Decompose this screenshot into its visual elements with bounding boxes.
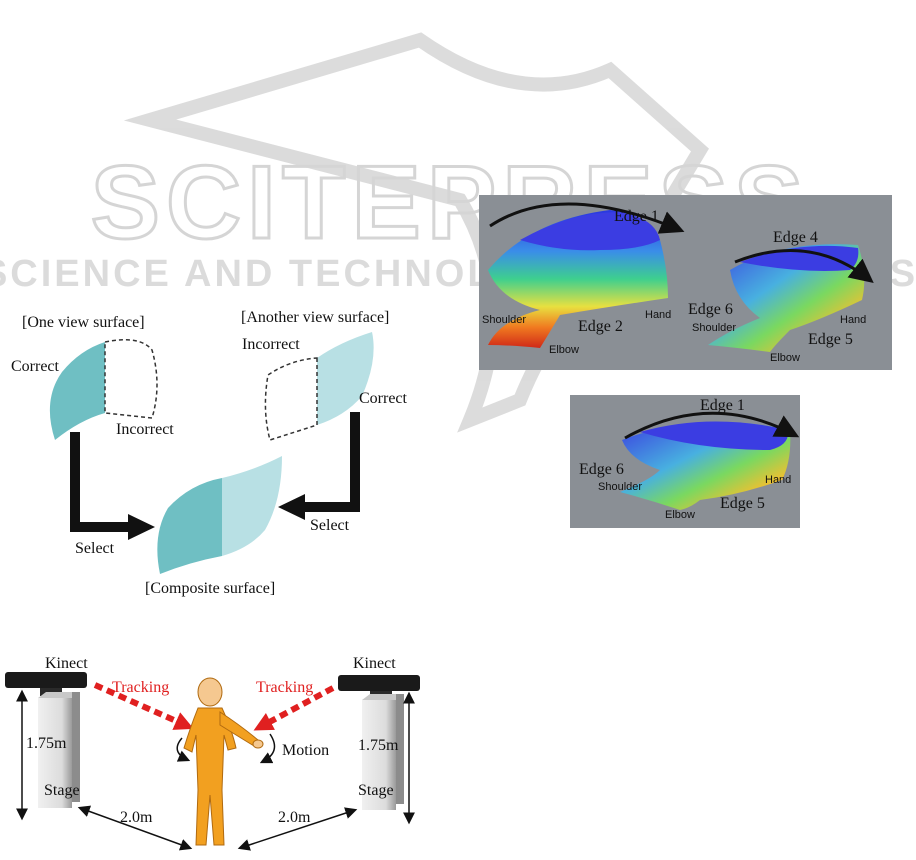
one-view-title: [One view surface] bbox=[22, 314, 145, 331]
person-head bbox=[197, 677, 223, 707]
distance-label-right: 2.0m bbox=[278, 809, 311, 826]
bottom-surface-blue-cap bbox=[640, 421, 789, 450]
right-surface-blue-cap bbox=[740, 245, 859, 271]
distance-label-left: 2.0m bbox=[120, 809, 153, 826]
one-view-correct-region bbox=[49, 342, 105, 440]
left-surface-arc-arrow bbox=[489, 202, 685, 234]
bottom-hand-label: Hand bbox=[765, 474, 791, 486]
left-surface-blue-cap bbox=[520, 212, 660, 251]
bottom-edge1-label: Edge 1 bbox=[700, 397, 745, 414]
height-label-right: 1.75m bbox=[358, 737, 399, 754]
left-edge2-label: Edge 2 bbox=[578, 318, 623, 335]
height-label-left: 1.75m bbox=[26, 735, 67, 752]
stage-right-top bbox=[362, 694, 404, 700]
composite-correct-right bbox=[222, 456, 282, 556]
kinect-right-sensor-icon bbox=[338, 675, 420, 691]
select-label-right: Select bbox=[310, 517, 350, 534]
right-hand-label: Hand bbox=[840, 314, 866, 326]
tracking-arrow-left bbox=[93, 682, 194, 730]
another-view-incorrect-region bbox=[264, 357, 318, 441]
motion-arrow-right bbox=[259, 733, 276, 764]
select-label-left: Select bbox=[75, 540, 115, 557]
right-shoulder-label: Shoulder bbox=[692, 322, 736, 334]
left-edge1-label: Edge 1 bbox=[614, 208, 659, 225]
tracking-label-left: Tracking bbox=[112, 679, 169, 696]
heatmap-panel-bottom: Edge 1 Edge 6 Edge 5 Shoulder Elbow Hand bbox=[570, 395, 800, 528]
right-edge6-label: Edge 6 bbox=[688, 301, 733, 318]
distance-arrow-right bbox=[237, 807, 358, 851]
stage-right-side bbox=[396, 694, 404, 804]
right-surface-heatmap bbox=[708, 244, 865, 352]
left-elbow-label: Elbow bbox=[549, 344, 579, 356]
correct-label-left: Correct bbox=[11, 358, 60, 375]
stage-left-stand bbox=[38, 698, 72, 808]
composite-surface-diagram: [One view surface] [Another view surface… bbox=[11, 309, 408, 597]
tracking-arrow-right bbox=[253, 685, 335, 731]
bottom-shoulder-label: Shoulder bbox=[598, 481, 642, 493]
correct-label-right: Correct bbox=[359, 390, 408, 407]
another-view-title: [Another view surface] bbox=[241, 309, 389, 326]
person-right-hand bbox=[252, 739, 264, 749]
stage-label-right: Stage bbox=[358, 782, 394, 799]
bottom-surface-arc-arrow bbox=[624, 411, 800, 440]
incorrect-label-left: Incorrect bbox=[116, 421, 174, 438]
stage-left-top bbox=[38, 692, 80, 698]
stage-label-left: Stage bbox=[44, 782, 80, 799]
select-arrow-right-head bbox=[278, 494, 305, 520]
bottom-edge5-label: Edge 5 bbox=[720, 495, 765, 512]
motion-arrow-left bbox=[176, 737, 191, 762]
bottom-edge6-label: Edge 6 bbox=[579, 461, 624, 478]
composite-correct-left bbox=[157, 478, 222, 574]
heatmap-panel-top: Edge 1 Edge 2 Shoulder Elbow Hand Edge 4… bbox=[479, 195, 892, 370]
person-figure bbox=[183, 677, 264, 846]
bottom-elbow-label: Elbow bbox=[665, 509, 695, 521]
select-arrow-right bbox=[303, 412, 360, 512]
kinect-setup-diagram: Kinect 1.75m Stage Kinect 1.75m Stage Tr… bbox=[5, 655, 420, 851]
kinect-left-sensor-icon bbox=[5, 672, 87, 688]
stage-right-stand bbox=[362, 700, 396, 810]
tracking-label-right: Tracking bbox=[256, 679, 313, 696]
right-surface-arc-arrow bbox=[734, 248, 874, 283]
select-arrow-left-head bbox=[128, 514, 155, 540]
right-edge4-label: Edge 4 bbox=[773, 229, 818, 246]
left-shoulder-label: Shoulder bbox=[482, 314, 526, 326]
composite-title: [Composite surface] bbox=[145, 580, 275, 597]
right-elbow-label: Elbow bbox=[770, 352, 800, 364]
distance-arrow-left bbox=[77, 805, 193, 851]
incorrect-label-right: Incorrect bbox=[242, 336, 300, 353]
kinect-right-label: Kinect bbox=[353, 655, 396, 672]
stage-left-side bbox=[72, 692, 80, 802]
motion-label: Motion bbox=[282, 742, 329, 759]
another-view-correct-region bbox=[317, 332, 374, 425]
select-arrow-left bbox=[70, 432, 130, 532]
right-edge5-label: Edge 5 bbox=[808, 331, 853, 348]
one-view-incorrect-region bbox=[104, 339, 158, 419]
left-hand-label: Hand bbox=[645, 309, 671, 321]
kinect-left-label: Kinect bbox=[45, 655, 88, 672]
